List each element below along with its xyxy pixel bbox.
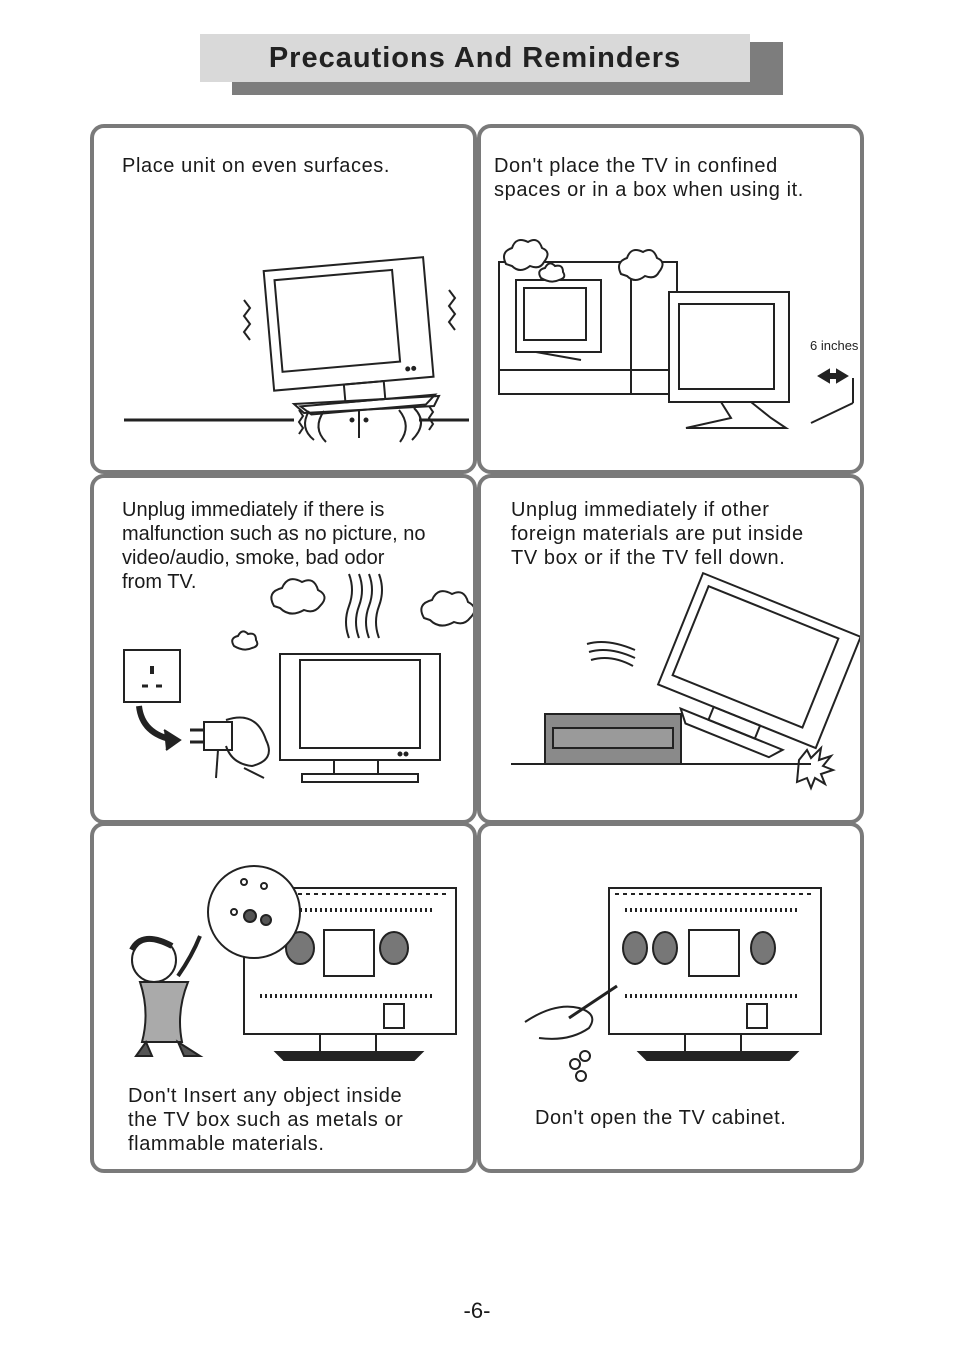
fallen-tv-illustration bbox=[511, 571, 860, 791]
wobbly-tv-illustration bbox=[124, 256, 469, 443]
page-title: Precautions And Reminders bbox=[268, 41, 682, 74]
panel-confined-spaces: Don't place the TV in confined spaces or… bbox=[477, 124, 864, 474]
panel-dont-open-cabinet: Don't open the TV cabinet. bbox=[477, 822, 864, 1173]
smoking-tv-illustration bbox=[123, 573, 473, 783]
panel-caption: Don't Insert any object inside the TV bo… bbox=[128, 1085, 404, 1155]
panel-no-insert-objects: Don't Insert any object inside the TV bo… bbox=[90, 822, 477, 1173]
panel-caption: Place unit on even surfaces. bbox=[122, 155, 391, 177]
panel-caption: Don't place the TV in confined spaces or… bbox=[494, 155, 804, 201]
title-bar: Precautions And Reminders bbox=[200, 34, 750, 82]
panel-caption: Unplug immediately if there is malfuncti… bbox=[122, 499, 426, 593]
panel-even-surfaces: Place unit on even surfaces. bbox=[90, 124, 477, 474]
panel-fell-down: Unplug immediately if other foreign mate… bbox=[477, 474, 864, 824]
panel-malfunction-unplug: Unplug immediately if there is malfuncti… bbox=[90, 474, 477, 824]
panel-caption: Unplug immediately if other foreign mate… bbox=[511, 499, 804, 569]
page-number: -6- bbox=[463, 1298, 491, 1323]
panel-caption: Don't open the TV cabinet. bbox=[535, 1107, 787, 1129]
confined-space-illustration: 6 inches bbox=[498, 239, 859, 429]
distance-label: 6 inches bbox=[810, 338, 859, 353]
child-inserting-object-illustration bbox=[129, 865, 457, 1061]
screwdriver-cabinet-illustration bbox=[524, 887, 822, 1082]
